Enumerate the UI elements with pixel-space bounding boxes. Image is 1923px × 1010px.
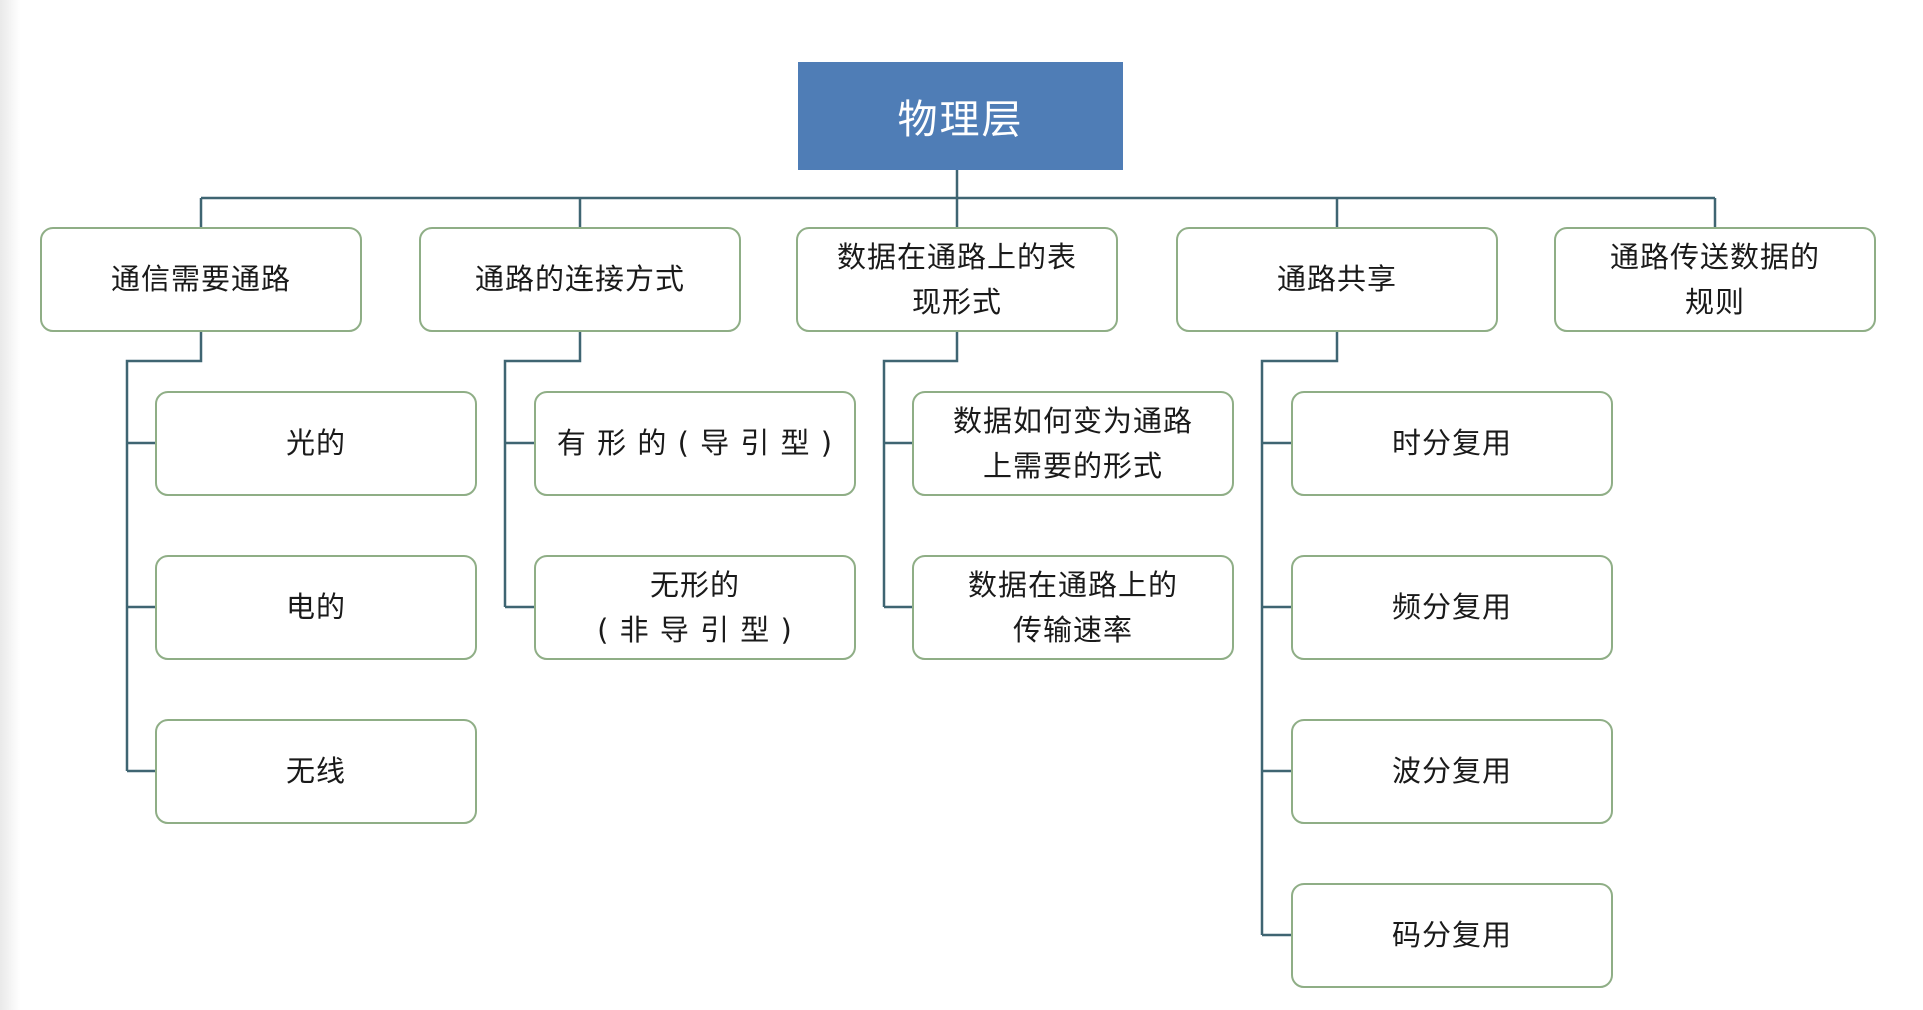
child-node: 无形的 ( 非 导 引 型 ) xyxy=(534,555,856,660)
category-node: 通路传送数据的 规则 xyxy=(1554,227,1876,332)
tree-cat-3 xyxy=(1260,332,1339,935)
root-node-physical-layer: 物理层 xyxy=(798,62,1123,170)
category-node: 通信需要通路 xyxy=(40,227,362,332)
child-node: 光的 xyxy=(155,391,477,496)
child-node: 波分复用 xyxy=(1291,719,1613,824)
child-node: 频分复用 xyxy=(1291,555,1613,660)
tree-cat-0 xyxy=(125,332,203,771)
category-node: 通路的连接方式 xyxy=(419,227,741,332)
left-edge-shading xyxy=(0,0,20,1010)
child-node: 数据在通路上的 传输速率 xyxy=(912,555,1234,660)
child-node: 无线 xyxy=(155,719,477,824)
child-node: 时分复用 xyxy=(1291,391,1613,496)
category-node: 通路共享 xyxy=(1176,227,1498,332)
child-node: 有 形 的 ( 导 引 型 ) xyxy=(534,391,856,496)
child-node: 电的 xyxy=(155,555,477,660)
tree-cat-2 xyxy=(882,332,959,607)
child-node: 数据如何变为通路 上需要的形式 xyxy=(912,391,1234,496)
tree-cat-1 xyxy=(503,332,582,607)
child-node: 码分复用 xyxy=(1291,883,1613,988)
category-node: 数据在通路上的表 现形式 xyxy=(796,227,1118,332)
